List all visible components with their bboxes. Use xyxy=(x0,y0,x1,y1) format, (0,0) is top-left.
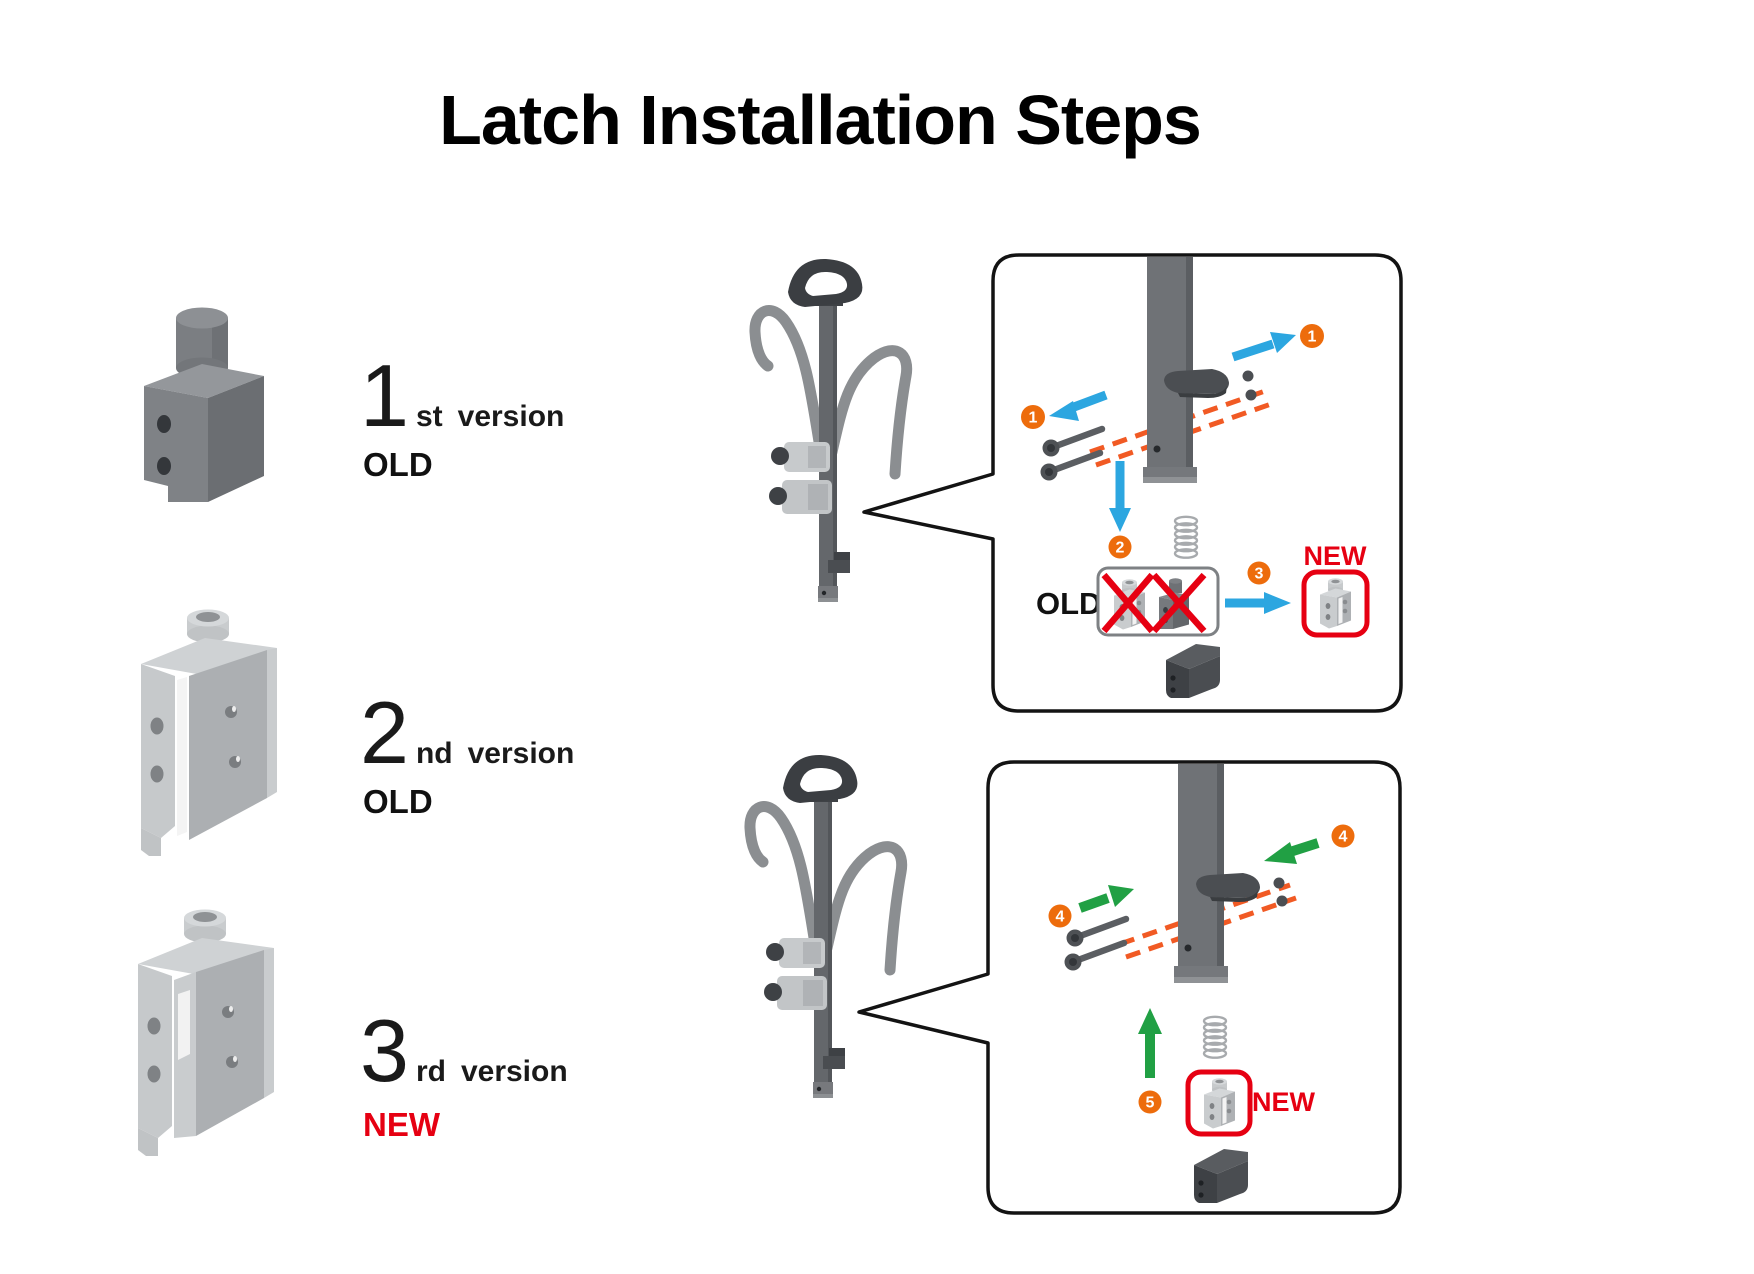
version-1-status: OLD xyxy=(363,446,433,483)
callout-bubble-outline xyxy=(862,253,1403,713)
version-ordinal: nd xyxy=(415,737,453,770)
new-part-label: NEW xyxy=(1252,1087,1316,1117)
plunger-latch-part xyxy=(144,307,264,502)
version-2-part-image xyxy=(141,609,277,856)
step-badge: 4 xyxy=(1048,904,1072,928)
callout-bubble-outline xyxy=(857,760,1402,1215)
step-badge: 3 xyxy=(1247,561,1271,585)
arrow-replace-right xyxy=(1225,592,1291,614)
new-part-label: NEW xyxy=(1304,541,1368,571)
step-badge-number: 1 xyxy=(1029,410,1038,427)
pole-section xyxy=(1174,764,1260,983)
x-mark xyxy=(1101,572,1155,634)
callout-panel-steps-1-3: 1 1 2 OLD 3 xyxy=(862,253,1403,713)
step-badge-number: 1 xyxy=(1308,329,1317,346)
version-2-status: OLD xyxy=(363,783,433,820)
old-parts-label: OLD xyxy=(1036,586,1101,621)
version-2-label: 2 nd version xyxy=(360,689,574,777)
cap-screws xyxy=(1040,425,1106,481)
version-1-part-image xyxy=(144,307,264,502)
screw-axis-dashes xyxy=(1089,387,1275,468)
slotted-bracket-part xyxy=(138,909,274,1156)
arrow-insert-left xyxy=(1078,885,1134,913)
open-bracket-part xyxy=(141,609,277,856)
version-number: 2 xyxy=(360,683,409,782)
pole-section xyxy=(1143,257,1229,483)
arrow-insert-right xyxy=(1264,838,1320,864)
screw-axis-dashes xyxy=(1119,882,1297,960)
step-badge: 4 xyxy=(1331,824,1355,848)
step-badge-number: 4 xyxy=(1056,909,1065,926)
version-ordinal: st xyxy=(415,400,443,433)
page-title: Latch Installation Steps xyxy=(439,81,1202,159)
step-badge: 1 xyxy=(1300,324,1324,348)
version-1-label: 1 st version xyxy=(360,352,564,440)
version-ordinal: rd xyxy=(415,1055,446,1088)
latch-hook xyxy=(1164,369,1229,394)
version-3-part-image xyxy=(138,909,274,1156)
step-badge: 2 xyxy=(1108,535,1132,559)
arrow-remove-right xyxy=(1231,332,1296,362)
step-badge-number: 2 xyxy=(1116,540,1125,557)
cap-screws xyxy=(1064,915,1130,971)
step-badge-number: 3 xyxy=(1255,566,1264,583)
arrow-down xyxy=(1109,461,1131,532)
arrow-remove-left xyxy=(1049,390,1108,421)
version-word: version xyxy=(457,400,565,433)
version-number: 1 xyxy=(360,346,409,445)
step-badge-number: 4 xyxy=(1339,829,1348,846)
arrow-up xyxy=(1138,1008,1162,1078)
x-mark xyxy=(1151,572,1207,634)
version-3-label: 3 rd version xyxy=(360,1007,568,1095)
set-screws xyxy=(1273,877,1288,907)
version-word: version xyxy=(460,1055,568,1088)
step-badge: 5 xyxy=(1138,1090,1162,1114)
step-badge: 1 xyxy=(1021,405,1045,429)
latch-hook xyxy=(1196,873,1260,898)
version-number: 3 xyxy=(360,1001,409,1100)
set-screws xyxy=(1242,370,1257,401)
step-badge-number: 5 xyxy=(1146,1095,1155,1112)
callout-panel-steps-4-5: 4 4 5 NEW xyxy=(857,760,1402,1215)
version-3-status: NEW xyxy=(363,1106,440,1143)
version-word: version xyxy=(467,737,575,770)
